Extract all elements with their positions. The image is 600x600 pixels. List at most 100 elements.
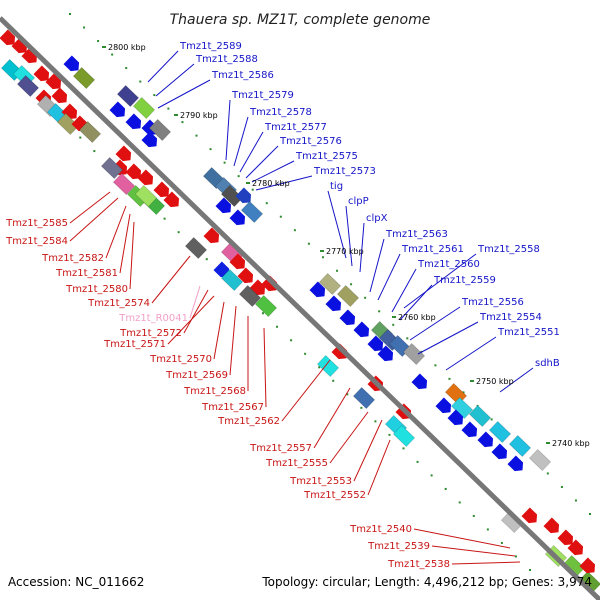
gene-label-tmz1t_2574: Tmz1t_2574 (87, 298, 150, 309)
leader-line (69, 191, 111, 224)
gene-block (317, 355, 339, 377)
tick-mark (472, 514, 475, 517)
leader-line (313, 387, 351, 449)
tick-mark (163, 217, 166, 220)
gene-block (117, 85, 139, 107)
gene-label-tmz1t_r0041: Tmz1t_R0041 (118, 313, 188, 324)
gene-label-tmz1t_2585: Tmz1t_2585 (5, 218, 68, 229)
gene-label-tmz1t_2572: Tmz1t_2572 (119, 328, 182, 339)
tick-mark (181, 121, 184, 124)
leader-line (69, 197, 119, 242)
gene-arrow (51, 87, 68, 104)
gene-arrow (411, 373, 428, 390)
gene-label-tmz1t_2552: Tmz1t_2552 (303, 490, 366, 501)
leader-line (417, 321, 479, 355)
map-title: Thauera sp. MZ1T, complete genome (170, 12, 431, 28)
leader-line (413, 528, 511, 549)
gene-arrow (229, 253, 246, 270)
gene-arrow (33, 65, 50, 82)
leader-line (251, 160, 295, 183)
gene-label-tmz1t_2580: Tmz1t_2580 (65, 284, 128, 295)
gene-arrow (237, 267, 254, 284)
gene-label-tmz1t_2553: Tmz1t_2553 (289, 476, 352, 487)
accession-text: Accession: NC_011662 (8, 575, 144, 589)
gene-arrow (477, 431, 494, 448)
label-leader-lines (69, 50, 534, 565)
gene-block (241, 201, 263, 223)
leader-line (119, 213, 131, 274)
tick-mark (589, 513, 591, 515)
tick-mark (265, 202, 268, 205)
gene-arrow (137, 169, 154, 186)
gene-block (337, 285, 359, 307)
gene-label-tmz1t_2571: Tmz1t_2571 (103, 339, 166, 350)
gene-arrow (153, 181, 170, 198)
leader-line (105, 205, 127, 259)
leader-line (345, 205, 353, 267)
leader-line (359, 222, 365, 273)
gene-block (17, 75, 39, 97)
gene-block (529, 449, 551, 471)
tick-mark (486, 528, 489, 531)
gene-label-tmz1t_2539: Tmz1t_2539 (367, 541, 430, 552)
tick-mark (374, 420, 377, 423)
position-label: 2770 kbp (326, 247, 364, 256)
gene-arrow (377, 345, 394, 362)
gene-label-tmz1t_2588: Tmz1t_2588 (195, 54, 258, 65)
gene-label-tmz1t_2578: Tmz1t_2578 (249, 107, 312, 118)
tick-mark (125, 67, 128, 70)
gene-label-tmz1t_2551: Tmz1t_2551 (497, 327, 560, 338)
tick-mark (111, 53, 114, 56)
gene-label-sdhb: sdhB (535, 358, 560, 369)
tick-mark (69, 13, 71, 15)
gene-label-tig: tig (330, 181, 343, 192)
tick-mark (458, 501, 461, 504)
gene-label-tmz1t_2570: Tmz1t_2570 (149, 354, 212, 365)
leader-line (213, 301, 225, 360)
leader-line (189, 285, 201, 319)
tick-mark (336, 269, 339, 272)
leader-line (233, 116, 249, 167)
tick-mark (79, 136, 82, 139)
gene-arrow (447, 409, 464, 426)
gene-arrow (507, 455, 524, 472)
tick-mark (514, 555, 517, 558)
leader-line (499, 367, 534, 393)
tick-mark (529, 569, 531, 571)
tick-mark (500, 541, 503, 544)
gene-arrow (0, 29, 16, 46)
gene-block (221, 185, 243, 207)
tick-mark (574, 499, 577, 502)
tick-mark (448, 377, 451, 380)
position-label: 2780 kbp (252, 179, 290, 188)
tick-mark (434, 364, 437, 367)
gene-block (79, 121, 101, 143)
gene-block (469, 405, 491, 427)
position-label: 2790 kbp (180, 111, 218, 120)
gene-arrow (579, 557, 596, 574)
gene-arrow (115, 145, 132, 162)
position-label: 2800 kbp (108, 43, 146, 52)
tick-mark (321, 256, 324, 259)
gene-label-tmz1t_2561: Tmz1t_2561 (401, 244, 464, 255)
gene-features (0, 29, 600, 593)
leader-line (229, 305, 237, 376)
leader-line (157, 79, 211, 109)
tick-mark (332, 379, 335, 382)
leader-line (225, 99, 231, 161)
leader-line (369, 238, 385, 293)
gene-block (135, 185, 157, 207)
tick-mark (276, 325, 279, 328)
gene-label-tmz1t_2567: Tmz1t_2567 (201, 402, 264, 413)
gene-arrow (45, 73, 62, 90)
gene-block (353, 387, 375, 409)
gene-label-tmz1t_2581: Tmz1t_2581 (55, 268, 118, 279)
gene-label-tmz1t_2586: Tmz1t_2586 (211, 70, 274, 81)
gene-label-tmz1t_2558: Tmz1t_2558 (477, 244, 540, 255)
leader-line (445, 336, 497, 371)
tick-mark (546, 472, 549, 475)
tick-mark (392, 323, 395, 326)
gene-block (185, 237, 207, 259)
gene-label-tmz1t_2579: Tmz1t_2579 (231, 90, 294, 101)
